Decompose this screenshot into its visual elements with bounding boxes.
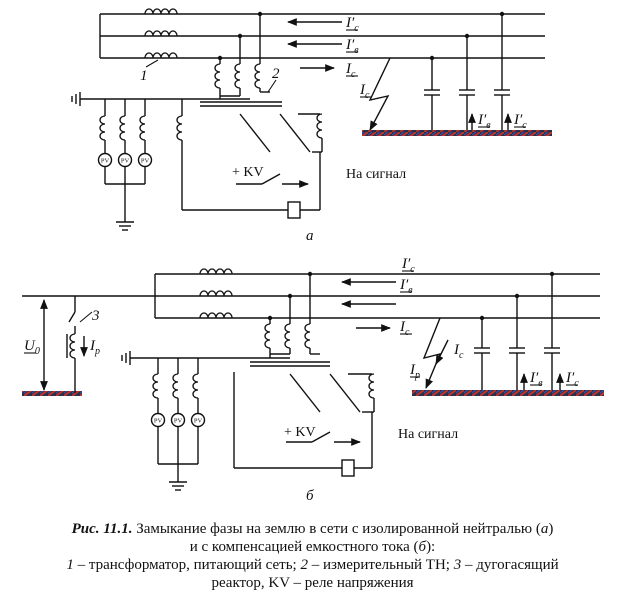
pv-group-a: PV PV PV [97,99,153,231]
figure-caption: Рис. 11.1. Замыкание фазы на землю в сет… [0,520,625,613]
svg-text:I′в: I′в [529,370,543,389]
supply-transformer [199,268,233,319]
svg-text:Ic: Ic [453,342,464,361]
callout-1: 1 [140,68,148,84]
svg-text:PV: PV [154,418,163,425]
fault-arc-a [368,57,391,131]
callout-2: 2 [272,66,280,82]
svg-text:PV: PV [101,158,110,165]
svg-text:I′в: I′в [477,112,491,131]
svg-text:I′c: I′c [513,112,527,131]
svg-text:I′в: I′в [345,37,359,56]
circuit-diagrams: 1 2 [22,8,604,504]
svg-text:I′в: I′в [399,277,413,296]
caption-line-1: Рис. 11.1. Замыкание фазы на землю в сет… [71,521,554,537]
arc-suppression-reactor [66,296,76,393]
svg-text:PV: PV [141,158,150,165]
caption-line-3: 1 – трансформатор, питающий сеть; 2 – из… [66,557,559,573]
relay-coil [287,201,301,219]
svg-text:Ic: Ic [345,61,356,80]
supply-transformer [144,8,178,59]
svg-text:Iр: Iр [89,338,100,357]
diagram-b: U0 3 Iр [22,256,604,504]
pv-group-b: PV PV PV [150,358,206,491]
svg-text:Ic: Ic [399,319,410,338]
svg-text:PV: PV [194,418,203,425]
svg-text:I′c: I′c [565,370,579,389]
line-capacitances-b [474,271,560,390]
relay-label-a: + KV [232,165,264,180]
svg-text:PV: PV [121,158,130,165]
svg-text:Ic: Ic [359,82,370,101]
panel-label-b: б [306,488,314,504]
caption-line-2: и с компенсацией емкостного тока (б): [189,539,436,555]
diagram-a: 1 2 [71,8,552,244]
svg-text:PV: PV [174,418,183,425]
open-delta-b [233,372,375,477]
callout-3: 3 [91,308,100,324]
relay-label-b: + KV [284,425,316,440]
vt-primary-coils [214,63,261,89]
caption-line-4: реактор, KV – реле напряжения [211,575,414,591]
open-delta-a [176,99,323,219]
vt-primary-coils [264,323,311,349]
svg-text:Iр: Iр [409,362,420,381]
svg-text:I′c: I′c [401,256,415,275]
earth-strip-b [412,390,604,396]
svg-text:I′c: I′c [345,15,359,34]
relay-coil [341,459,355,477]
earth-strip-a [362,130,552,136]
signal-label-a: На сигнал [346,167,406,182]
panel-label-a: а [306,228,314,244]
line-capacitances-a [424,11,510,130]
signal-label-b: На сигнал [398,427,458,442]
svg-text:U0: U0 [24,338,40,357]
fault-arc-b [422,317,442,389]
